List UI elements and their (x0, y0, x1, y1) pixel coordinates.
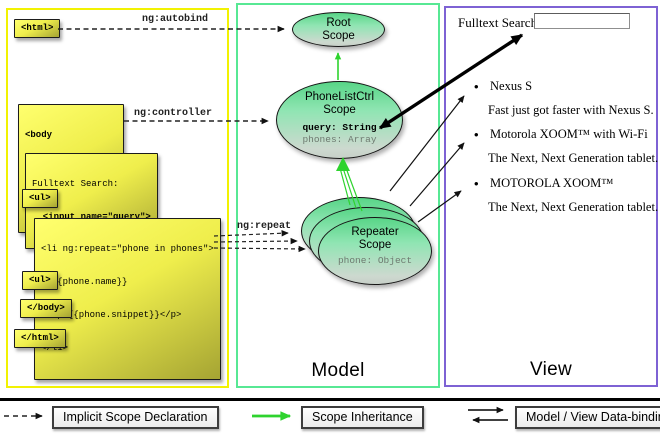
view-item-title: Nexus S (490, 79, 533, 93)
fulltext-search-input[interactable] (534, 13, 630, 29)
repeater-scope-ellipse: Repeater Scope phone: Object (318, 217, 432, 285)
body-open-line-1: <body (25, 130, 53, 140)
bullet-icon: • (474, 127, 479, 142)
root-scope-ellipse: Root Scope (292, 12, 385, 47)
bullet-icon: • (474, 79, 479, 94)
li-repeat-line-4: </li> (41, 343, 69, 353)
bullet-icon: • (474, 176, 479, 191)
phone-property: phone: Object (337, 255, 413, 266)
model-column-label: Model (311, 360, 365, 381)
li-repeat-line-3: <p>{{phone.snippet}}</p> (41, 310, 182, 320)
li-repeat-line-1: <li ng:repeat="phone in phones"> (41, 244, 214, 254)
query-property: query: String (302, 122, 377, 133)
view-search-label: Fulltext Search: (458, 15, 541, 30)
fulltext-code-label: Fulltext Search: (32, 179, 119, 189)
ul-close-tag-box: <ul> (22, 271, 58, 290)
phonelistctrl-scope-ellipse: PhoneListCtrl Scope query: String phones… (276, 81, 403, 159)
view-item-desc: Fast just got faster with Nexus S. (488, 103, 654, 117)
legend-implicit-scope-label: Implicit Scope Declaration (52, 406, 219, 429)
view-item-desc: The Next, Next Generation tablet. (488, 151, 659, 165)
ng-repeat-label: ng:repeat (237, 221, 292, 232)
repeater-title-2: Scope (358, 239, 392, 251)
view-item-title: MOTOROLA XOOM™ (490, 176, 614, 190)
input-query-code: <input name="query"> (32, 212, 151, 222)
ul-open-tag-box: <ul> (22, 189, 58, 208)
model-column: Model (236, 3, 440, 388)
body-close-tag-box: </body> (20, 299, 72, 318)
view-column-label: View (529, 359, 573, 380)
legend-scope-inheritance-label: Scope Inheritance (301, 406, 424, 429)
view-item-desc: The Next, Next Generation tablet. (488, 200, 659, 214)
html-close-tag-box: </html> (14, 329, 66, 348)
html-open-tag-box: <html> (14, 19, 61, 38)
legend-data-binding-label: Model / View Data-binding (515, 406, 660, 429)
view-item-title: Motorola XOOM™ with Wi-Fi (490, 127, 648, 141)
root-scope-title-2: Scope (322, 30, 355, 42)
li-repeat-line-2: {{phone.name}} (41, 277, 128, 287)
ng-controller-label: ng:controller (134, 108, 213, 119)
legend-separator-line (0, 398, 660, 401)
view-column: View (444, 6, 658, 387)
phones-property: phones: Array (302, 134, 377, 145)
ng-autobind-label: ng:autobind (142, 14, 209, 25)
phonelistctrl-title-2: Scope (323, 104, 356, 116)
phonelistctrl-title-1: PhoneListCtrl (304, 91, 375, 103)
root-scope-title-1: Root (326, 17, 351, 29)
repeater-title-1: Repeater (351, 226, 399, 238)
